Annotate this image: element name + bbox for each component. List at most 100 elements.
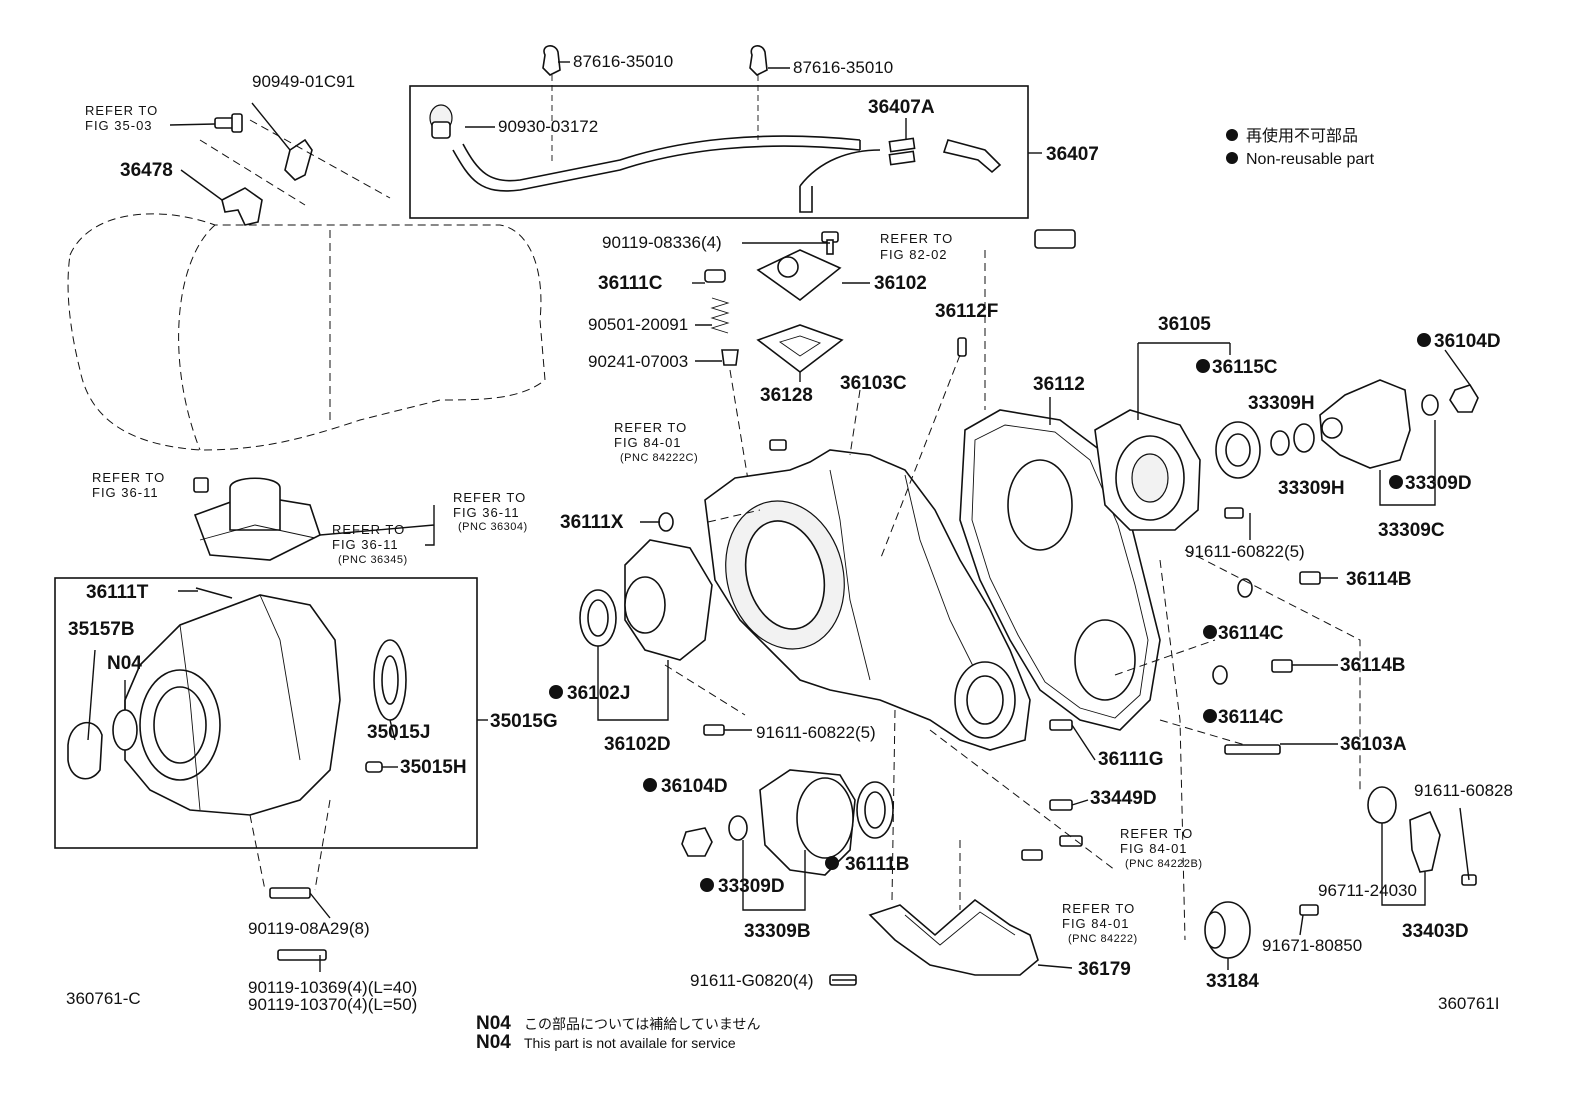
note-code-jp: N04 [476,1013,511,1034]
refer-36-11-a: REFER TO [92,470,165,485]
part-36105: 36105 [1158,314,1211,335]
leader-lines [87,61,1471,981]
refer-36-11-2c: (PNC 36304) [458,521,528,533]
rear-extension-36105 [1094,409,1201,531]
part-36102D: 36102D [604,734,671,755]
transmission-housing-outline [67,213,546,451]
cap-33184 [1204,901,1251,959]
part-36407: 36407 [1046,144,1099,165]
refer-84-01-a: REFER TO [1062,901,1135,916]
refer-36-11-2a: REFER TO [453,490,526,505]
refer-82-02-b: FIG 82-02 [880,247,948,262]
part-36128: 36128 [760,385,813,406]
part-33309H-lower: 33309H [1278,478,1345,499]
bracket-36478 [199,113,391,226]
gasket-36128 [756,324,844,374]
part-33309D-right: 33309D [1405,473,1472,494]
part-36102J: 36102J [567,683,630,704]
part-90119-08A29: 90119-08A29(8) [248,919,370,938]
refer-84-01b-b: FIG 84-01 [1120,841,1188,856]
extension-housing-frame [54,577,478,849]
part-36104D-bottom: 36104D [661,776,728,797]
washers-33309H [1270,423,1315,456]
dashed-guides [249,250,1361,941]
part-36114C-lower: 36114C [1218,707,1284,728]
flange-33309B [681,769,894,876]
diagram-code-right: 360761I [1438,994,1499,1013]
bolts [269,229,1321,986]
legend-en: Non-reusable part [1246,151,1375,168]
hose-clip-left [542,45,561,165]
part-91671-80850: 91671-80850 [1262,936,1362,955]
part-35015G: 35015G [490,711,558,732]
part-90241-07003: 90241-07003 [588,352,688,371]
part-36114C-upper: 36114C [1218,623,1284,644]
part-36112F: 36112F [935,301,998,322]
refer-84-01c-b: FIG 84-01 [614,435,682,450]
transfer-case-main-36103C [704,449,1031,751]
part-35015H: 35015H [400,757,467,778]
part-90930-03172: 90930-03172 [498,117,598,136]
refer-82-02-a: REFER TO [880,231,953,246]
part-90949-01C91: 90949-01C91 [252,72,355,91]
non-reusable-markers [549,129,1431,892]
part-36179: 36179 [1078,959,1131,980]
refer-84-01c-a: REFER TO [614,420,687,435]
refer-84-01b-c: (PNC 84222B) [1125,858,1203,870]
flange-33309C [1319,379,1479,469]
refer-36-11-3b: FIG 36-11 [332,537,399,552]
part-91611-60822-top: 91611-60822(5) [1185,542,1305,561]
adapter-housing-36102D [579,539,713,661]
part-91611-G0820: 91611-G0820(4) [690,971,814,990]
legend-jp: 再使用不可部品 [1246,127,1358,145]
refer-36-11-b: FIG 36-11 [92,485,159,500]
plug-spring-ball [704,269,749,481]
part-33309D-bottom: 33309D [718,876,785,897]
adapter-plate-refer-36-11 [193,477,321,561]
part-36478: 36478 [120,160,173,181]
part-36102: 36102 [874,273,927,294]
part-N04: N04 [107,653,142,674]
part-36111G: 36111G [1098,749,1164,770]
diagram-code-left: 360761-C [66,989,141,1008]
part-36104D-top: 36104D [1434,331,1501,352]
hose-clip-right [749,45,768,140]
part-87616-35010-right: 87616-35010 [793,58,893,77]
part-33309C: 33309C [1378,520,1445,541]
refer-84-01c-c: (PNC 84222C) [620,452,698,464]
part-36115C: 36115C [1212,357,1278,378]
part-96711-24030: 96711-24030 [1318,881,1417,900]
skid-plate-36179 [868,840,1039,976]
part-91611-60828: 91611-60828 [1414,781,1513,800]
part-35157B: 35157B [68,619,135,640]
part-36103C: 36103C [840,373,907,394]
bearing-36115C [1215,421,1261,479]
top-cover-36102 [756,231,842,302]
note-jp: この部品については補給していません [524,1016,760,1032]
part-35015J: 35015J [367,722,430,743]
refer-36-11-2b: FIG 36-11 [453,505,520,520]
breather-hose-frame [409,85,1029,219]
part-36114B-upper: 36114B [1346,569,1412,590]
part-90119-10369: 90119-10369(4)(L=40) [248,978,417,997]
part-36103A: 36103A [1340,734,1407,755]
part-36407A: 36407A [868,97,935,118]
part-90119-08336: 90119-08336(4) [602,233,722,252]
part-36111X: 36111X [560,512,624,533]
part-36114B-lower: 36114B [1340,655,1406,676]
part-36112: 36112 [1033,374,1085,395]
refer-36-11-3a: REFER TO [332,522,405,537]
breather-hose-assembly [429,104,1002,213]
refer-84-01-c: (PNC 84222) [1068,933,1138,945]
part-90119-10370: 90119-10370(4)(L=50) [248,995,417,1014]
part-36111B: 36111B [845,854,909,875]
refer-84-01b-a: REFER TO [1120,826,1193,841]
refer-35-03-a: REFER TO [85,103,158,118]
part-36111C: 36111C [598,273,663,294]
part-91611-60822-mid: 91611-60822(5) [756,723,876,742]
extension-housing-35015G [67,587,407,816]
part-33403D: 33403D [1402,921,1469,942]
part-33449D: 33449D [1090,788,1157,809]
part-33309B: 33309B [744,921,811,942]
